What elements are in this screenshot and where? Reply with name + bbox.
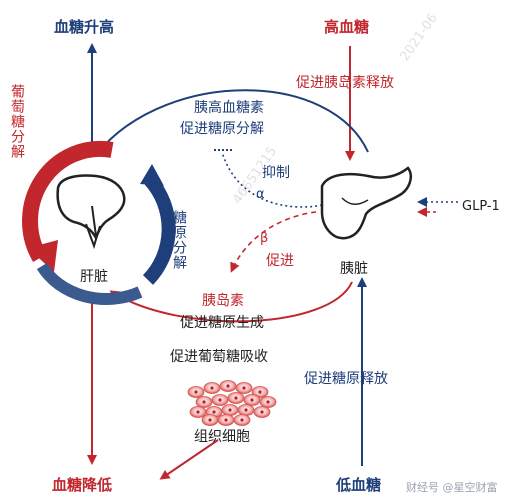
tissue-cell-nucleus [260, 410, 264, 414]
tissue-cell-nucleus [242, 386, 246, 390]
tissue-cell-nucleus [218, 398, 222, 402]
node-blood-sugar-down: 血糖降低 [52, 476, 113, 494]
pancreas-icon [320, 166, 412, 240]
tissue-cell-nucleus [224, 418, 228, 422]
label-beta: β [260, 231, 269, 246]
label-inhibit: 抑制 [262, 165, 290, 181]
label-insulin: 胰岛素 [202, 293, 244, 309]
cycle-arrowhead-blue [140, 164, 164, 186]
tissue-cell-nucleus [210, 386, 214, 390]
cycle-arc-bottom [36, 262, 143, 305]
tissue-cells-icon [187, 380, 277, 426]
node-low-blood-sugar: 低血糖 [336, 476, 382, 494]
node-liver: 肝脏 [80, 269, 108, 285]
arrow-insulin-to-liver [109, 281, 353, 323]
tissue-cell-nucleus [194, 390, 198, 394]
label-glycogen-breakdown-vertical: 糖原分解 [171, 210, 187, 270]
tissue-cell-nucleus [226, 384, 230, 388]
node-high-blood-sugar: 高血糖 [324, 18, 370, 36]
label-promote-glucose-uptake: 促进葡萄糖吸收 [170, 349, 268, 365]
tissue-cell-nucleus [208, 418, 212, 422]
node-blood-sugar-up: 血糖升高 [54, 18, 115, 36]
tissue-cell-nucleus [212, 410, 216, 414]
cycle-arrowhead-red [28, 240, 58, 272]
label-promote-insulin-release: 促进胰岛素释放 [296, 75, 394, 91]
label-glucose-breakdown: 葡萄糖分解 [9, 84, 25, 159]
liver-cycle [22, 140, 176, 305]
tissue-cell-nucleus [240, 418, 244, 422]
arrow-glucagon-to-liver [98, 89, 369, 153]
tissue-cell-nucleus [234, 396, 238, 400]
liver-icon [56, 174, 126, 250]
tissue-cell-nucleus [266, 400, 270, 404]
tissue-cell-nucleus [196, 410, 200, 414]
tissue-cell-nucleus [202, 400, 206, 404]
tissue-cell-nucleus [244, 408, 248, 412]
label-glucagon: 胰高血糖素 [194, 100, 264, 116]
label-alpha: α [256, 187, 265, 202]
arrow-alpha-inhibit [221, 151, 323, 208]
label-promote-glycogenolysis: 促进糖原分解 [180, 121, 264, 137]
cycle-arc-blue [142, 175, 176, 285]
arrow-cells-to-sugar-down [159, 439, 219, 480]
tissue-cell-nucleus [250, 398, 254, 402]
label-promote-glycogen-release: 促进糖原释放 [304, 371, 388, 387]
tissue-cell-nucleus [228, 408, 232, 412]
node-pancreas: 胰脏 [340, 261, 368, 277]
cycle-arc-red [22, 140, 114, 263]
node-tissue-cells: 组织细胞 [194, 429, 250, 445]
label-promote-glycogenesis: 促进糖原生成 [180, 315, 264, 331]
footer-watermark: 财经号 @星空财富 [406, 481, 498, 494]
node-glp1: GLP-1 [462, 199, 500, 214]
arrow-beta-promote [230, 211, 317, 273]
label-promote: 促进 [266, 253, 294, 269]
tissue-cell-nucleus [258, 390, 262, 394]
